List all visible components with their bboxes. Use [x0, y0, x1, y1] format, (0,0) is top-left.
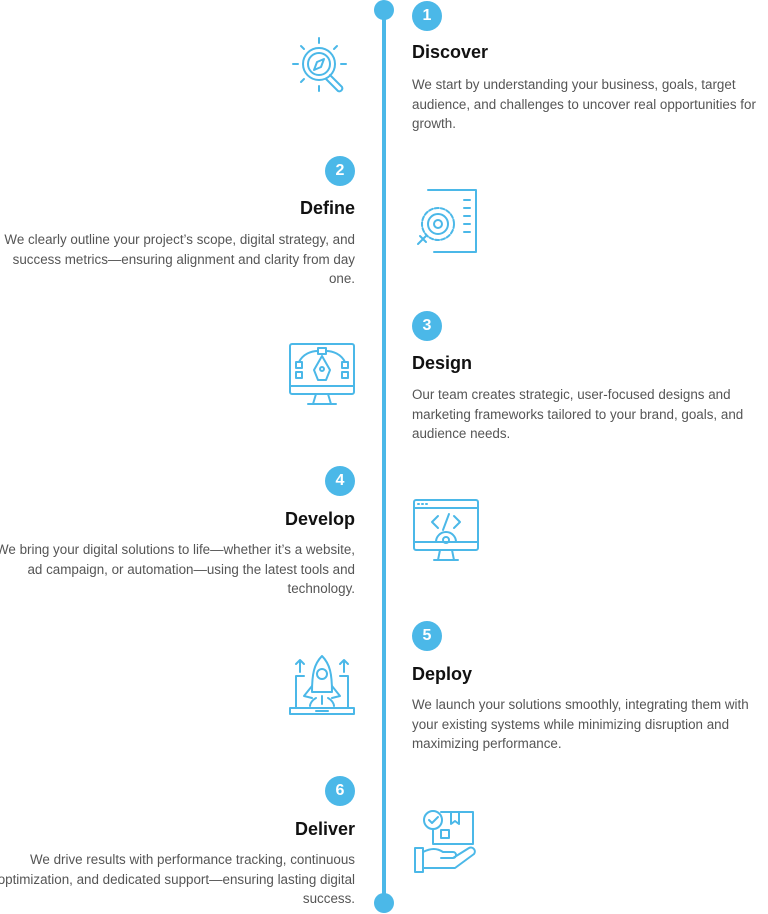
step-description: We clearly outline your project’s scope,… — [4, 232, 355, 286]
timeline-end-dot — [374, 893, 394, 913]
step-description: We drive results with performance tracki… — [0, 852, 355, 906]
step-number: 6 — [325, 776, 355, 806]
step-description: We launch your solutions smoothly, integ… — [412, 697, 749, 751]
step-number: 1 — [412, 1, 442, 31]
code-monitor-icon — [410, 496, 482, 568]
step-title: Define — [299, 198, 355, 218]
step-number: 5 — [412, 621, 442, 651]
step-title: Discover — [412, 42, 489, 62]
step-title: Develop — [284, 509, 355, 529]
gear-document-icon — [410, 186, 482, 258]
step-title: Deliver — [294, 819, 355, 839]
hand-package-icon — [411, 806, 483, 878]
step-number: 4 — [325, 466, 355, 496]
pen-tool-monitor-icon — [286, 340, 358, 412]
step-description: Our team creates strategic, user-focused… — [412, 387, 744, 441]
step-number: 3 — [412, 311, 442, 341]
step-number: 2 — [325, 156, 355, 186]
step-description: We start by understanding your business,… — [412, 77, 756, 131]
magnifier-compass-icon — [285, 30, 357, 102]
timeline-line — [382, 10, 386, 903]
step-title: Design — [412, 353, 473, 373]
rocket-laptop-icon — [286, 652, 358, 724]
timeline-start-dot — [374, 0, 394, 20]
step-title: Deploy — [412, 664, 473, 684]
step-description: We bring your digital solutions to life—… — [0, 542, 355, 596]
